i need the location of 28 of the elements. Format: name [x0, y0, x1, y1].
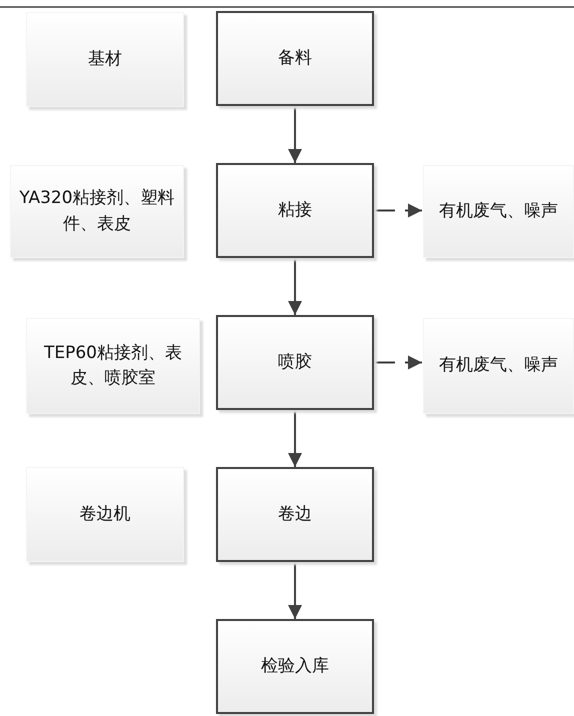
node-label: 有机废气、噪声	[439, 354, 558, 378]
node-label: 喷胶	[278, 350, 312, 374]
node-label: 卷边机	[80, 502, 130, 526]
process-box	[216, 467, 374, 562]
node-label: TEP60粘接剂、表皮、喷胶室	[42, 342, 183, 390]
input-output-box	[423, 318, 574, 414]
input-output-box	[423, 165, 574, 258]
process-box	[216, 163, 374, 258]
node-label: 基材	[88, 48, 122, 71]
node-label: 卷边	[278, 502, 312, 526]
process-box	[216, 619, 374, 714]
input-output-box	[10, 165, 184, 258]
input-output-box	[26, 12, 184, 107]
arrow	[288, 562, 302, 619]
node-label: 备料	[278, 46, 312, 70]
arrow	[375, 204, 422, 218]
node-label: YA320粘接剂、塑料件、表皮	[19, 187, 175, 236]
arrow	[375, 356, 422, 370]
input-output-box	[26, 318, 200, 414]
node-label: 有机废气、噪声	[439, 200, 558, 223]
node-label: 粘接	[278, 198, 312, 222]
arrow	[288, 410, 302, 467]
process-box	[216, 315, 374, 410]
process-box	[216, 11, 374, 106]
arrow	[288, 106, 302, 163]
node-label: 检验入库	[261, 654, 329, 678]
arrow	[288, 258, 302, 315]
input-output-box	[26, 467, 184, 562]
